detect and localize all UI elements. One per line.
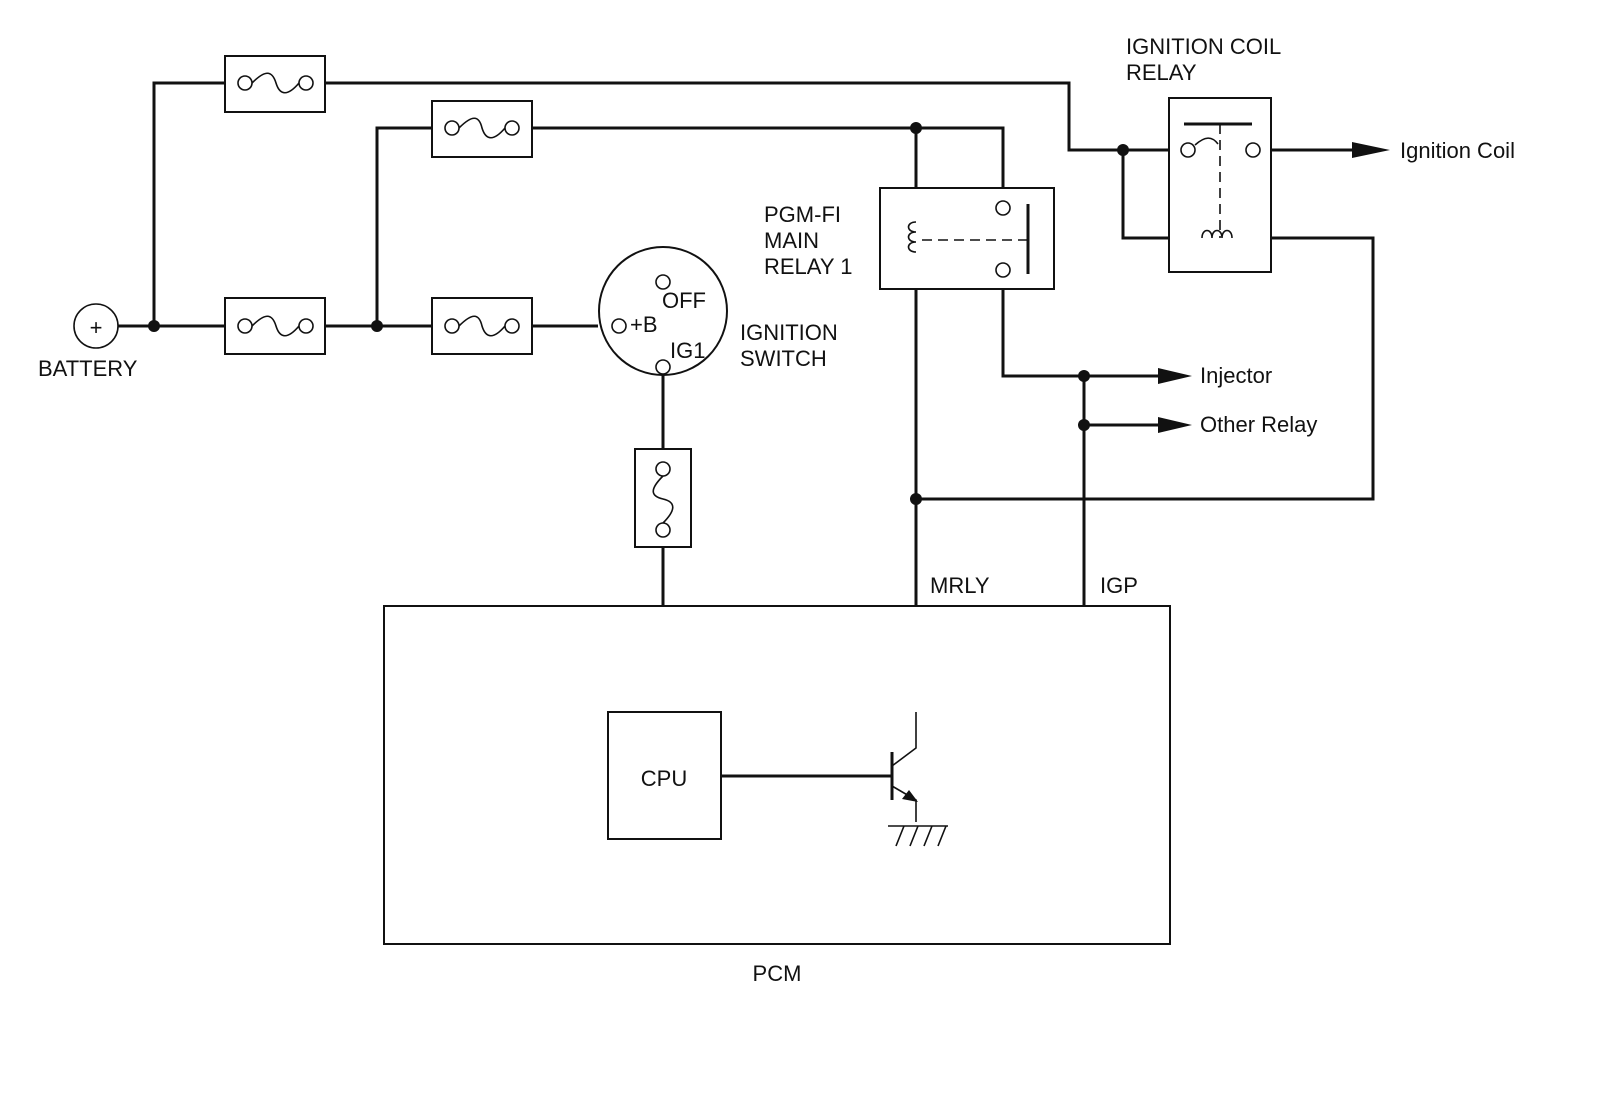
main-relay-line3: RELAY 1 bbox=[764, 254, 852, 279]
mrly-label: MRLY bbox=[930, 573, 990, 598]
fuse-top bbox=[224, 55, 326, 113]
ignition-switch-title-2: SWITCH bbox=[740, 346, 827, 371]
fuse-main-relay bbox=[431, 100, 533, 158]
other-relay-output: Other Relay bbox=[1158, 412, 1317, 437]
main-relay-line2: MAIN bbox=[764, 228, 819, 253]
output-injector: Injector bbox=[1200, 363, 1272, 388]
ignition-coil-output: Ignition Coil bbox=[1352, 138, 1515, 163]
ignition-switch: +B OFF IG1 IGNITION SWITCH bbox=[598, 246, 838, 376]
ignition-switch-title-1: IGNITION bbox=[740, 320, 838, 345]
fuse-battery bbox=[224, 297, 326, 355]
arrow-right-icon bbox=[1158, 417, 1192, 433]
pgm-fi-main-relay: PGM-FI MAIN RELAY 1 bbox=[764, 187, 1055, 290]
cpu-label: CPU bbox=[641, 766, 687, 791]
fuse-pcm-feed bbox=[634, 448, 692, 548]
switch-terminal-ig1: IG1 bbox=[670, 338, 705, 363]
output-ignition-coil: Ignition Coil bbox=[1400, 138, 1515, 163]
main-wires bbox=[118, 81, 1375, 712]
battery-label: BATTERY bbox=[38, 356, 138, 381]
pcm-label: PCM bbox=[753, 961, 802, 986]
arrow-right-icon bbox=[1352, 142, 1390, 158]
switch-terminal-off: OFF bbox=[662, 288, 706, 313]
arrow-right-icon bbox=[1158, 368, 1192, 384]
coil-relay-line2: RELAY bbox=[1126, 60, 1197, 85]
coil-relay-line1: IGNITION COIL bbox=[1126, 34, 1281, 59]
output-other-relay: Other Relay bbox=[1200, 412, 1317, 437]
injector-output: Injector bbox=[1158, 363, 1272, 388]
battery: + BATTERY bbox=[38, 303, 138, 381]
ignition-coil-relay: IGNITION COIL RELAY bbox=[1126, 34, 1281, 273]
igp-label: IGP bbox=[1100, 573, 1138, 598]
junction-dots bbox=[148, 122, 1129, 505]
main-relay-line1: PGM-FI bbox=[764, 202, 841, 227]
battery-plus-symbol: + bbox=[90, 315, 103, 340]
switch-terminal-b: +B bbox=[630, 312, 658, 337]
fuse-ignition bbox=[431, 297, 533, 355]
pcm: PCM MRLY IGP CPU bbox=[383, 573, 1171, 986]
